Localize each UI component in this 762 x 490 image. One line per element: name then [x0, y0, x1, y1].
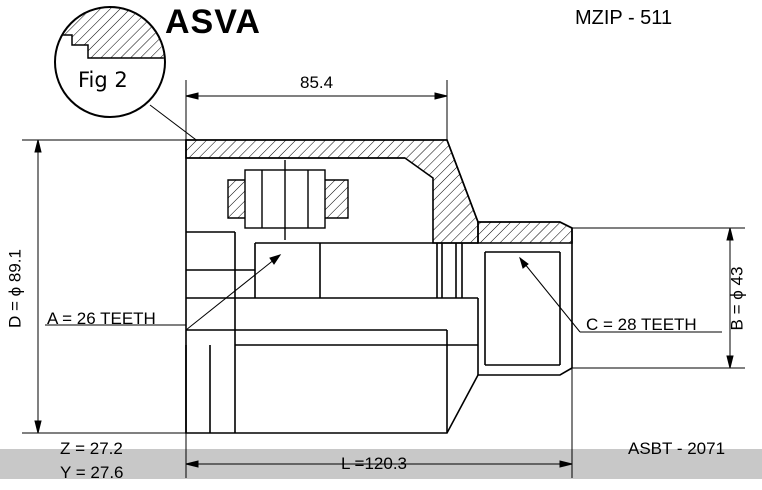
- dim-top-length: [185, 80, 448, 140]
- dim-total-length: [185, 368, 573, 478]
- part-code: MZIP - 511: [575, 7, 673, 29]
- teeth-a-label: A = 26 TEETH: [47, 309, 156, 328]
- dim-inner-diameter-label: B = ϕ 43: [727, 266, 747, 331]
- dim-total-length-label: L =120.3: [341, 454, 408, 473]
- retaining-ring: [227, 160, 349, 240]
- dim-outer-diameter: [22, 139, 186, 434]
- dim-top-length-label: 85.4: [300, 73, 334, 92]
- teeth-c-label: C = 28 TEETH: [586, 315, 697, 334]
- z-value: Z = 27.2: [60, 439, 123, 458]
- reference-code: ASBT - 2071: [628, 439, 726, 458]
- dim-outer-diameter-label: D = ϕ 89.1: [5, 249, 25, 328]
- dim-inner-diameter: [572, 227, 745, 369]
- y-value: Y = 27.6: [60, 463, 124, 482]
- brand-logo: ASVA: [165, 3, 261, 41]
- figure-label: Fig 2: [78, 68, 128, 92]
- leader-lines: [45, 254, 722, 333]
